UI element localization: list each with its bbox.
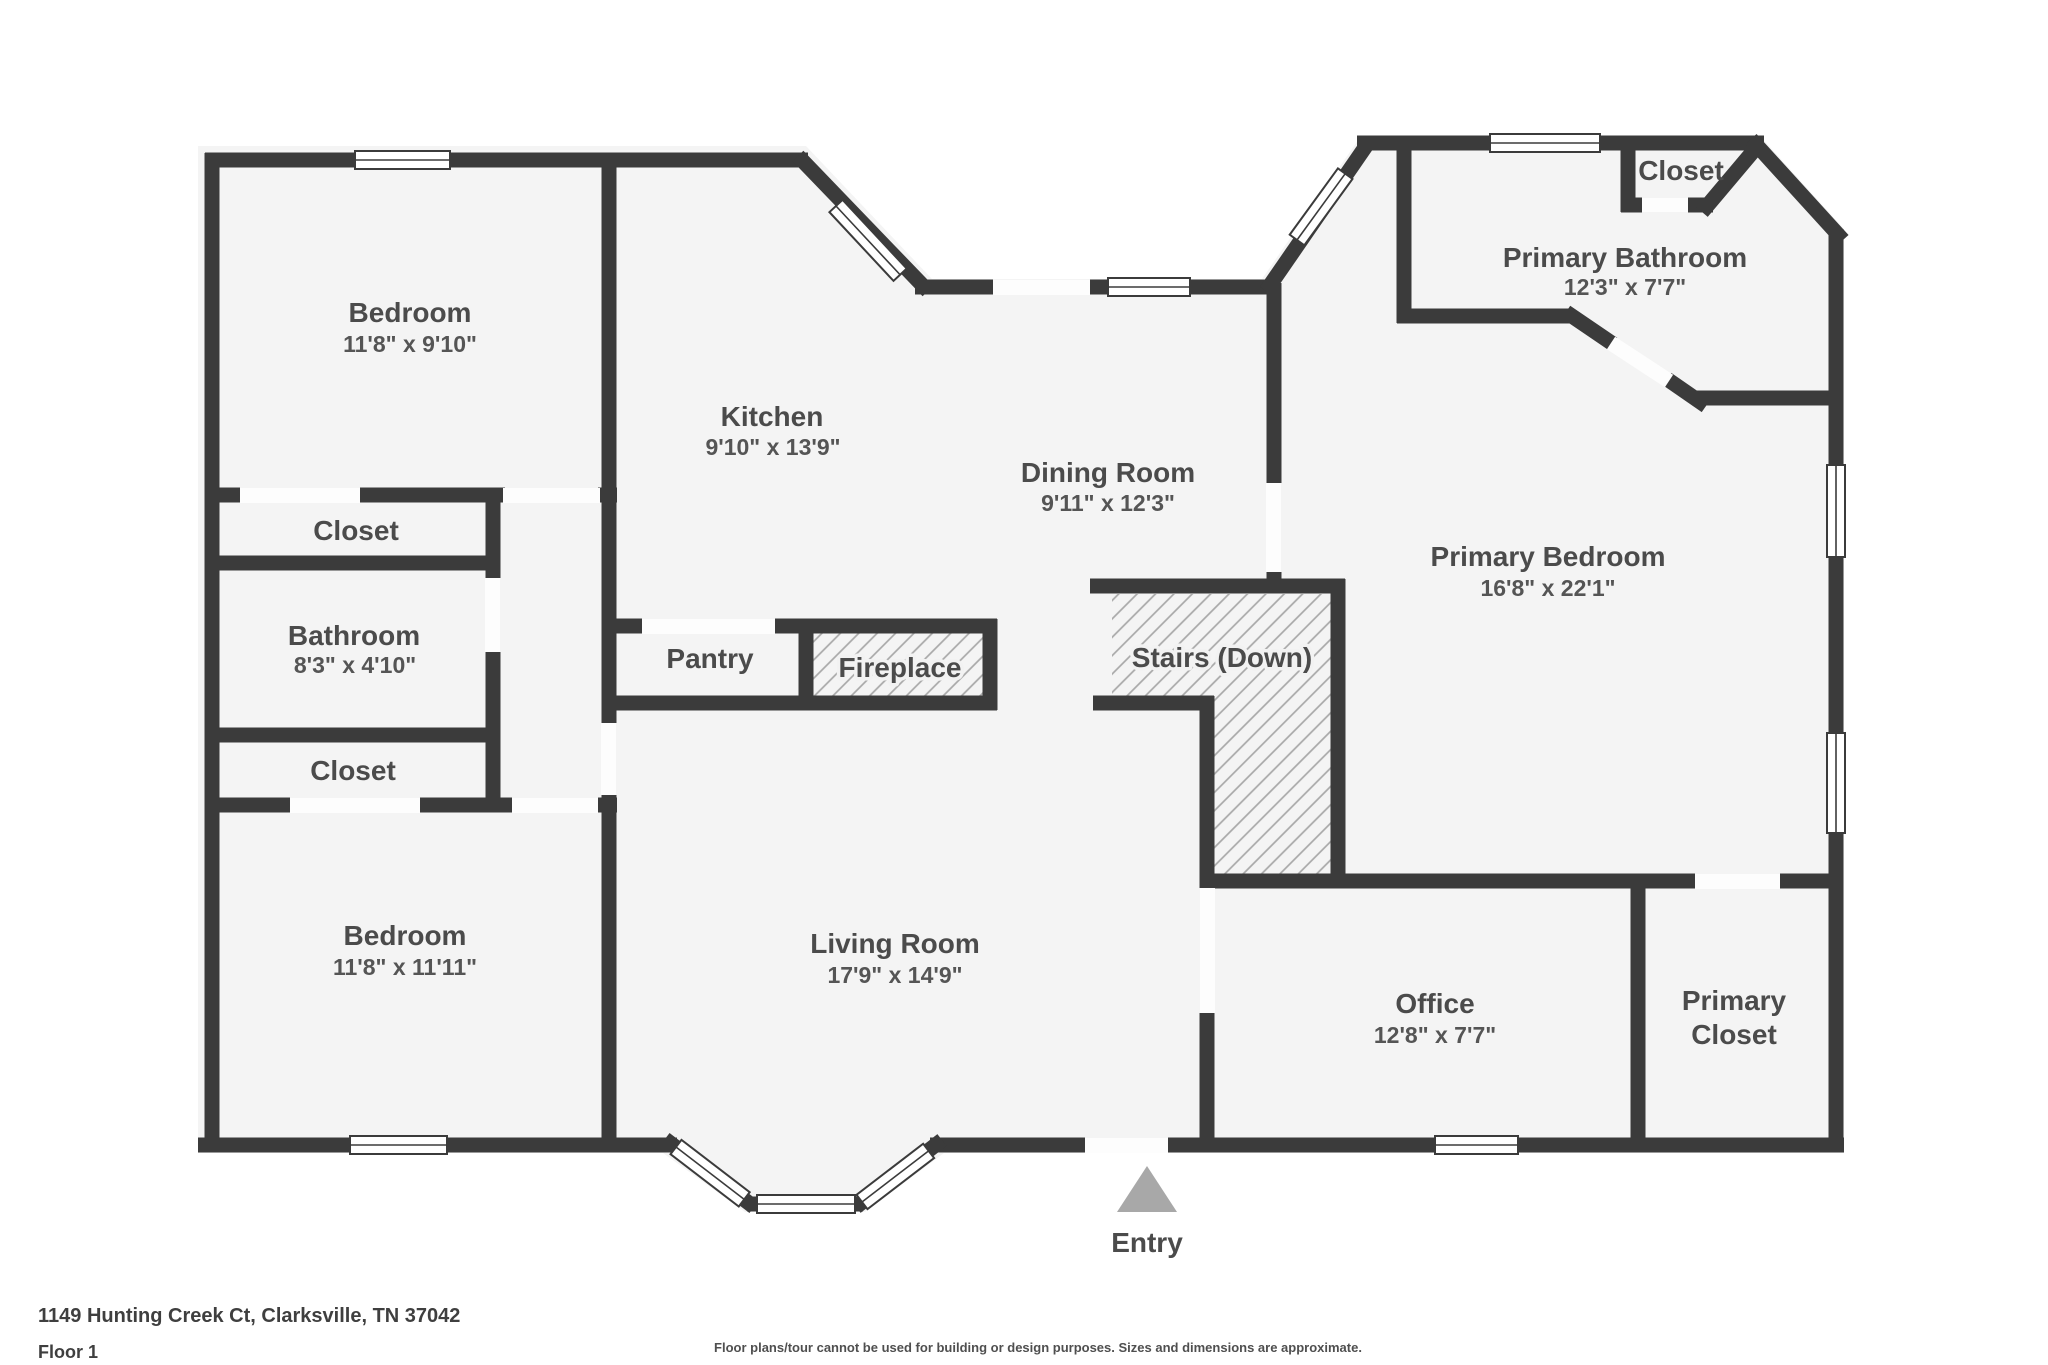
room-label-bedroom-top: Bedroom [349, 297, 472, 328]
window-glyph [1826, 732, 1846, 834]
room-label-kitchen: Kitchen [721, 401, 824, 432]
room-label-closet-top-right: Closet [1638, 155, 1724, 186]
room-label-primary-bathroom: Primary Bathroom [1503, 242, 1747, 273]
windows [349, 133, 1846, 1214]
room-label-primary-closet-1: Primary [1682, 985, 1787, 1016]
room-dims-bedroom-bottom: 11'8" x 11'11" [333, 954, 477, 980]
door-opening [1200, 888, 1215, 1013]
door-opening [601, 723, 616, 795]
entry-door-opening [1085, 1138, 1168, 1153]
room-dims-bathroom: 8'3" x 4'10" [294, 652, 416, 678]
fireplace-hatch [813, 633, 983, 696]
window-glyph [1288, 166, 1354, 247]
floor-label: Floor 1 [38, 1342, 98, 1362]
disclaimer-text: Floor plans/tour cannot be used for buil… [714, 1340, 1362, 1355]
room-dims-kitchen: 9'10" x 13'9" [705, 434, 840, 460]
window-glyph [828, 198, 909, 283]
window-glyph [354, 150, 451, 170]
window-glyph [855, 1142, 936, 1211]
door-opening [1266, 483, 1281, 572]
door-opening [993, 280, 1090, 295]
room-dims-primary-bathroom: 12'3" x 7'7" [1564, 274, 1686, 300]
walls [198, 133, 1849, 1213]
door-opening [1695, 874, 1780, 889]
door-opening [1606, 336, 1674, 388]
entry-arrow-icon [1117, 1166, 1177, 1212]
room-dims-dining: 9'11" x 12'3" [1041, 490, 1175, 516]
window-glyph [349, 1135, 448, 1155]
room-label-bathroom: Bathroom [288, 620, 420, 651]
room-label-living: Living Room [810, 928, 980, 959]
window-glyph [1434, 1135, 1519, 1155]
window-glyph [669, 1138, 752, 1208]
room-label-dining: Dining Room [1021, 457, 1195, 488]
room-dims-office: 12'8" x 7'7" [1374, 1022, 1496, 1048]
room-label-office: Office [1395, 988, 1474, 1019]
room-label-fireplace: Fireplace [839, 652, 962, 683]
room-label-closet-lower: Closet [310, 755, 396, 786]
door-opening [512, 798, 598, 813]
door-opening [290, 798, 420, 813]
room-label-primary-closet-2: Closet [1691, 1019, 1777, 1050]
door-opening [642, 619, 775, 634]
window-glyph [1826, 464, 1846, 558]
door-opening [485, 578, 500, 652]
window-glyph [1489, 133, 1601, 153]
room-label-bedroom-bottom: Bedroom [344, 920, 467, 951]
room-label-closet-upper: Closet [313, 515, 399, 546]
door-opening [240, 488, 360, 503]
footer: 1149 Hunting Creek Ct, Clarksville, TN 3… [38, 1305, 1362, 1362]
entry-label: Entry [1111, 1227, 1183, 1258]
room-dims-living: 17'9" x 14'9" [827, 962, 962, 988]
door-opening [1642, 198, 1688, 212]
room-label-pantry: Pantry [666, 643, 754, 674]
room-dims-primary-bedroom: 16'8" x 22'1" [1480, 575, 1615, 601]
room-label-primary-bedroom: Primary Bedroom [1431, 541, 1666, 572]
door-openings [240, 198, 1780, 1153]
stairs-hatch [1112, 594, 1331, 874]
room-label-stairs: Stairs (Down) [1132, 642, 1312, 673]
room-labels: Bedroom 11'8" x 9'10" Closet Bathroom 8'… [288, 155, 1787, 1258]
address-text: 1149 Hunting Creek Ct, Clarksville, TN 3… [38, 1305, 460, 1327]
door-opening [503, 488, 600, 503]
room-dims-bedroom-top: 11'8" x 9'10" [343, 331, 477, 357]
window-glyph [1107, 277, 1191, 297]
window-glyph [756, 1194, 856, 1214]
